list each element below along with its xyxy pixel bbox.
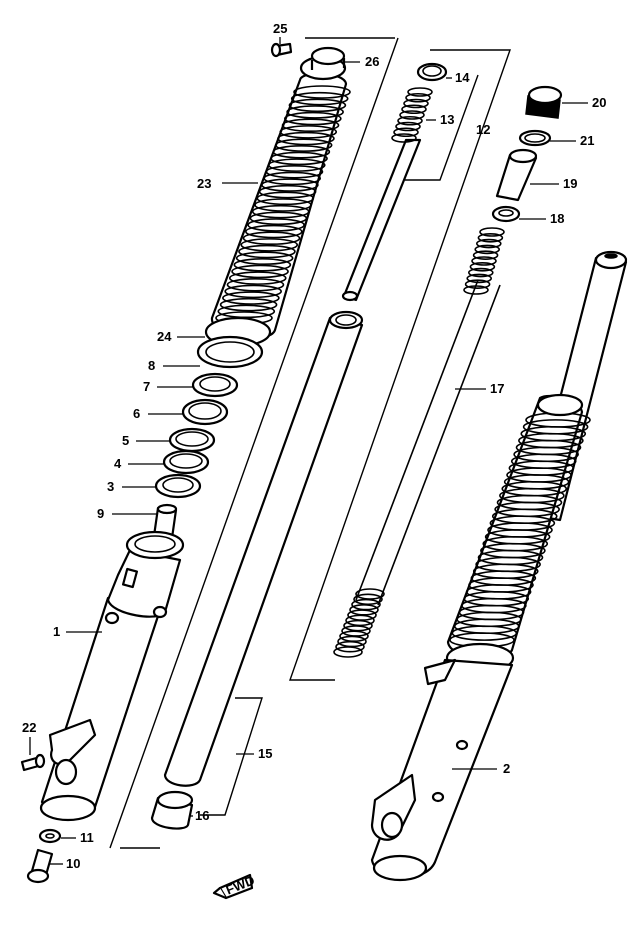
callout-22: 22 xyxy=(22,720,36,735)
callout-25: 25 xyxy=(273,21,287,36)
spacer-19 xyxy=(495,148,538,202)
callout-14: 14 xyxy=(455,70,470,85)
callout-12: 12 xyxy=(476,122,490,137)
callout-7: 7 xyxy=(143,379,150,394)
bolt-25 xyxy=(270,42,293,58)
bolt-10 xyxy=(26,848,54,884)
spring-seat-18 xyxy=(491,205,521,223)
callout-18: 18 xyxy=(550,211,564,226)
forward-arrow-marker: FWD xyxy=(212,872,257,900)
guide-lines xyxy=(109,37,511,849)
callout-11: 11 xyxy=(80,830,94,845)
callout-19: 19 xyxy=(563,176,577,191)
callout-1: 1 xyxy=(53,624,60,639)
inner-tube-15 xyxy=(163,310,364,787)
cap-bolt-20 xyxy=(525,85,563,119)
cylinder-12 xyxy=(341,138,422,302)
callout-3: 3 xyxy=(107,479,114,494)
seal-stack xyxy=(154,335,264,499)
callout-8: 8 xyxy=(148,358,155,373)
slide-bushing-16 xyxy=(150,790,194,830)
callout-21: 21 xyxy=(580,133,594,148)
guide-bracket-15 xyxy=(200,697,263,816)
fork-spring-17 xyxy=(333,227,505,658)
outer-tube-1 xyxy=(39,530,185,822)
ring-14 xyxy=(416,62,448,82)
callout-26: 26 xyxy=(365,54,379,69)
bolt-22 xyxy=(20,753,46,772)
callout-23: 23 xyxy=(197,176,211,191)
callout-2: 2 xyxy=(503,761,510,776)
washer-11 xyxy=(38,828,62,844)
callout-10: 10 xyxy=(66,856,80,871)
fork-assembly-2 xyxy=(370,250,628,882)
rebound-spring-13 xyxy=(391,87,433,143)
callout-16: 16 xyxy=(195,808,209,823)
callout-4: 4 xyxy=(114,456,122,471)
callout-24: 24 xyxy=(157,329,172,344)
o-ring-21 xyxy=(518,129,552,147)
callout-20: 20 xyxy=(592,95,606,110)
callout-17: 17 xyxy=(490,381,504,396)
guide-bracket-12 xyxy=(289,49,511,681)
guide-bracket-13 xyxy=(405,74,479,181)
guide-long-left xyxy=(109,37,399,849)
callout-9: 9 xyxy=(97,506,104,521)
callout-6: 6 xyxy=(133,406,140,421)
callout-15: 15 xyxy=(258,746,272,761)
callout-5: 5 xyxy=(122,433,129,448)
callout-13: 13 xyxy=(440,112,454,127)
leader-lines xyxy=(29,37,588,865)
dust-boot-23 xyxy=(204,46,351,348)
